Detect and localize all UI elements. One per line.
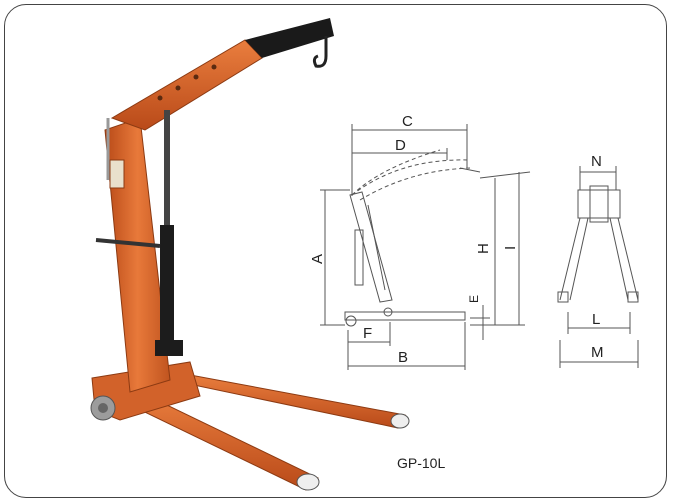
crane-image xyxy=(90,18,410,491)
hook-icon xyxy=(312,36,328,68)
dim-label-d: D xyxy=(395,137,406,154)
front-wheel-right xyxy=(390,413,410,429)
dim-label-m: M xyxy=(591,344,604,361)
dim-label-e: E xyxy=(467,295,481,303)
dim-label-c: C xyxy=(402,113,413,130)
dim-label-n: N xyxy=(591,153,602,170)
front-view-drawing xyxy=(557,166,639,368)
crane-boom xyxy=(110,39,263,131)
dim-label-a: A xyxy=(309,254,326,264)
dim-label-h: H xyxy=(475,243,492,254)
dim-label-f: F xyxy=(363,325,372,342)
dim-label-b: B xyxy=(398,349,408,366)
dim-label-i: I xyxy=(502,246,519,250)
dim-label-l: L xyxy=(592,311,600,328)
front-wheel-left xyxy=(296,473,320,491)
pump-handle xyxy=(95,238,161,248)
side-view-drawing xyxy=(320,124,531,370)
boom-extension xyxy=(245,18,334,58)
crane-leg-right xyxy=(168,373,406,429)
model-label: GP-10L xyxy=(397,455,446,471)
hydraulic-cylinder xyxy=(160,225,174,345)
